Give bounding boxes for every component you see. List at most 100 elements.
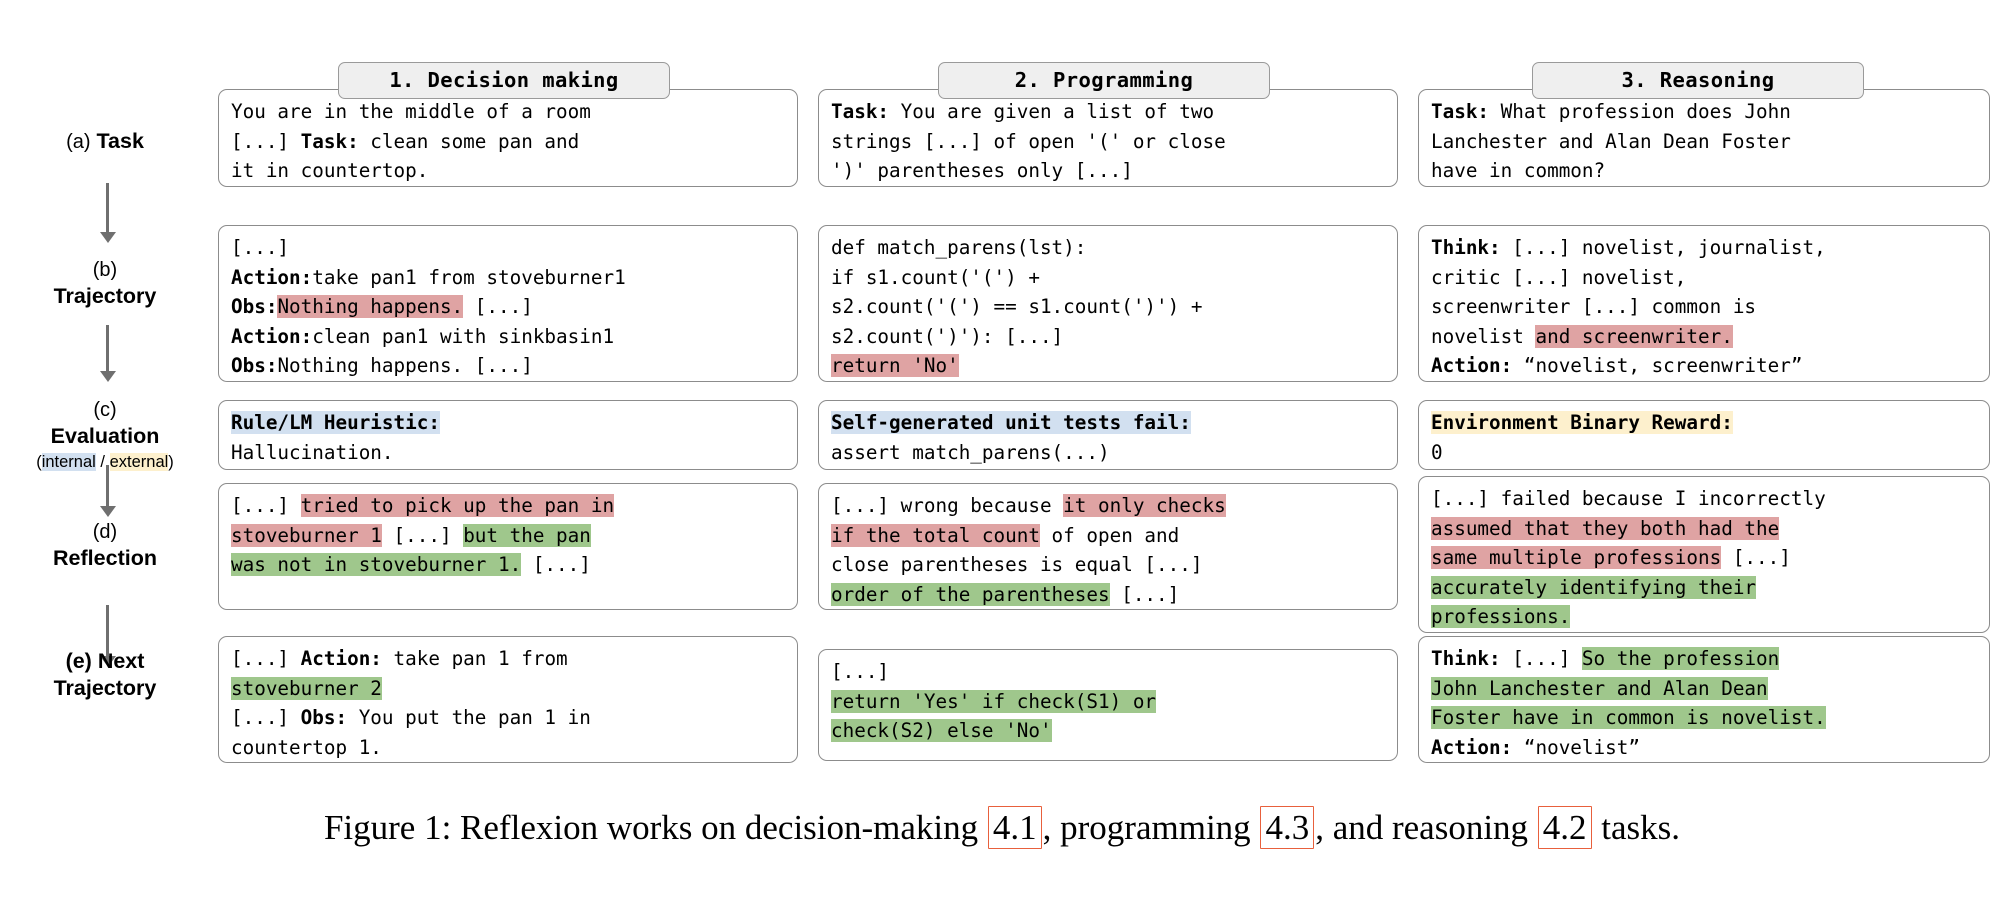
cell-line: order of the parentheses [...] [831,580,1386,609]
row-sub-internal-external: (internal / external) [0,451,210,473]
cell-line: professions. [1431,602,1978,632]
cell-line: [...] [831,657,1386,687]
text-run: Obs: [300,706,348,730]
highlight-green: was not in stoveburner 1. [231,553,522,577]
row-index-a: (a) [66,131,91,153]
highlight-blue: Self-generated unit tests fail: [831,411,1191,434]
section-ref-4-2[interactable]: 4.2 [1537,806,1592,849]
highlight-red: if the total count [831,523,1040,547]
text-run: strings [...] of open '(' or close [831,129,1226,153]
section-ref-4-1[interactable]: 4.1 [987,806,1042,849]
cell-line: def match_parens(lst): [831,233,1386,263]
highlight-red: and screenwriter. [1535,324,1733,348]
cell-line: novelist and screenwriter. [1431,322,1978,352]
row-label-trajectory: (b) Trajectory [0,258,210,310]
text-run: What profession does John [1489,100,1791,123]
cell-line: Action: “novelist” [1431,733,1978,762]
highlight-red: it only checks [1063,494,1226,517]
cell-line: stoveburner 1 [...] but the pan [231,521,786,551]
text-run: take pan 1 from [381,647,568,670]
cell-task-decision: You are in the middle of a room[...] Tas… [218,89,798,187]
section-ref-4-3[interactable]: 4.3 [1260,806,1315,849]
paren-open: ( [36,453,42,471]
cell-evaluation-decision: Rule/LM Heuristic: Hallucination. [218,400,798,470]
text-run: of open and [1039,523,1180,547]
text-run: [...] [521,553,591,577]
text-run: take pan1 from stoveburner1 [312,265,626,289]
text-run: ')' parentheses only [...] [831,159,1133,183]
row-label-next-trajectory: (e) Next Trajectory [0,648,210,702]
text-run: Action: [231,324,313,348]
cell-line: assert match_parens(...) [831,438,1386,468]
text-run: You are given a list of two [889,100,1215,123]
caption-prefix: Figure 1: Reflexion works on decision-ma… [323,808,987,847]
cell-line: ')' parentheses only [...] [831,156,1386,186]
highlight-red: same multiple professions [1431,546,1722,570]
cell-line: s2.count(')'): [...] [831,322,1386,352]
cell-line: stoveburner 2 [231,674,786,704]
highlight-green: but the pan [463,523,591,547]
cell-line: Action: “novelist, screenwriter” [1431,351,1978,381]
caption-mid-1: , programming [1042,808,1260,847]
cell-line: return 'No' [831,351,1386,381]
cell-line: Self-generated unit tests fail: [831,408,1386,438]
cell-evaluation-programming: Self-generated unit tests fail: assert ma… [818,400,1398,470]
text-run: have in common? [1431,159,1606,183]
text-run: clean pan1 with sinkbasin1 [312,324,615,348]
cell-line: John Lanchester and Alan Dean [1431,674,1978,704]
text-run: screenwriter [...] common is [1431,295,1757,319]
highlight-green: accurately identifying their [1431,575,1757,599]
cell-line: if the total count of open and [831,521,1386,551]
text-run: Obs: [231,354,278,378]
cell-line: [...] Action: take pan 1 from [231,644,786,674]
highlight-green: order of the parentheses [831,582,1110,606]
cell-line: [...] failed because I incorrectly [1431,484,1978,514]
highlight-blue: Rule/LM Heuristic: [231,411,440,434]
cell-line: countertop 1. [231,733,786,762]
cell-line: Hallucination. [231,438,786,468]
arrow-evaluation-to-reflection [99,465,116,517]
text-run: You are in the middle of a room [231,100,591,123]
cell-line: Rule/LM Heuristic: [231,408,786,438]
text-run: Action: [300,647,382,670]
highlight-green: stoveburner 2 [231,676,382,700]
row-index-b: (b) [92,259,118,281]
cell-line: critic [...] novelist, [1431,263,1978,293]
text-run: Hallucination. [231,440,394,464]
cell-line: have in common? [1431,156,1978,186]
text-run: if s1.count('(') + [831,265,1040,289]
highlight-green: check(S2) else 'No' [831,719,1052,743]
cell-line: 0 [1431,438,1978,468]
column-tab-decision-making: 1. Decision making [338,62,670,99]
cell-line: [...] tried to pick up the pan in [231,491,786,521]
row-label-evaluation: (c) Evaluation (internal / external) [0,398,210,473]
column-tab-reasoning: 3. Reasoning [1532,62,1864,99]
text-run: [...] [231,129,301,153]
row-label-task: (a) Task [0,128,210,156]
highlight-green: So the profession [1581,647,1780,670]
text-run: Think: [1431,647,1501,670]
row-index-c: (c) [93,399,117,421]
cell-line: s2.count('(') == s1.count(')') + [831,292,1386,322]
cell-line: it in countertop. [231,156,786,186]
cell-line: strings [...] of open '(' or close [831,127,1386,157]
text-run: 0 [1431,440,1443,464]
text-run: Nothing happens. [...] [277,354,533,378]
cell-line: [...] Obs: You put the pan 1 in [231,703,786,733]
highlight-red: assumed that they both had the [1431,516,1780,540]
cell-line: accurately identifying their [1431,573,1978,603]
cell-line: same multiple professions [...] [1431,543,1978,573]
text-run: critic [...] novelist, [1431,265,1687,289]
sub-internal: internal [41,453,96,471]
row-index-d: (d) [92,521,118,543]
row-name-next-trajectory-line2: Trajectory [53,676,157,700]
row-name-task: Task [96,129,144,153]
paren-close: ) [168,453,174,471]
cell-line: return 'Yes' if check(S1) or [831,687,1386,717]
